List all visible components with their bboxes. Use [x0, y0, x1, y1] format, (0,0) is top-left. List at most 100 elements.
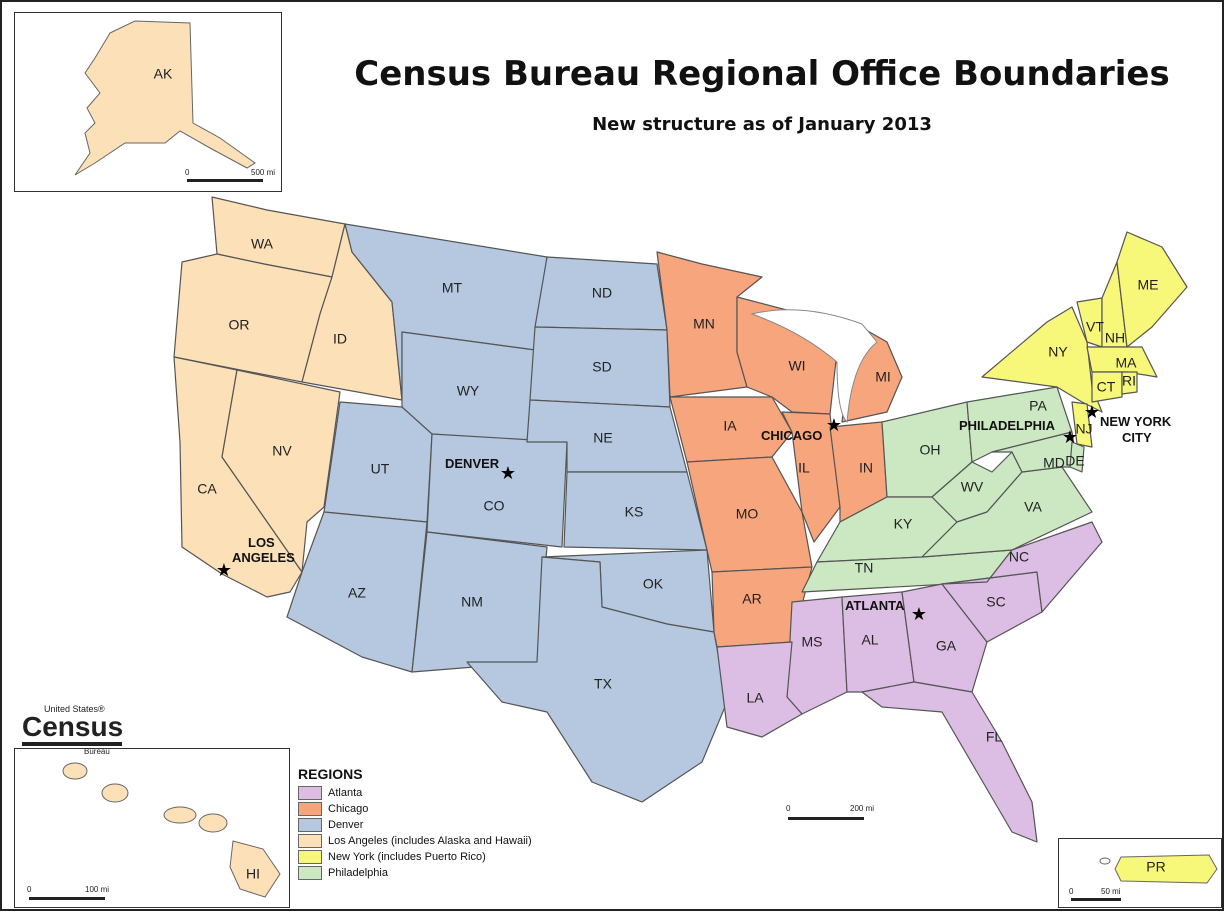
label-vt: VT	[1086, 319, 1104, 335]
state-ms	[786, 596, 848, 715]
state-pr	[1114, 854, 1218, 884]
label-nj: NJ	[1075, 421, 1092, 437]
state-nc	[941, 521, 1103, 613]
legend-swatch	[298, 865, 322, 880]
label-ma: MA	[1116, 355, 1138, 371]
legend-swatch	[298, 785, 322, 800]
label-ut: UT	[371, 461, 390, 477]
label-az: AZ	[348, 585, 366, 601]
scale-start-label: 0	[786, 804, 791, 813]
label-or: OR	[229, 317, 250, 333]
label-wa: WA	[251, 236, 274, 252]
hawaii-inset: HI 0 100 mi	[14, 748, 290, 908]
label-ok: OK	[643, 576, 664, 592]
state-va	[921, 466, 1093, 558]
label-me: ME	[1138, 277, 1159, 293]
logo-main-text: Census	[22, 711, 124, 742]
census-logo: United States® Census Bureau	[22, 704, 132, 756]
label-tn: TN	[855, 560, 874, 576]
city-label-atlanta: ATLANTA	[845, 598, 905, 613]
label-ms: MS	[802, 634, 823, 650]
scale-bar	[29, 897, 105, 900]
label-wv: WV	[961, 479, 984, 495]
label-tx: TX	[594, 676, 613, 692]
legend: REGIONS Atlanta Chicago Denver Los Angel…	[298, 766, 532, 881]
label-nh: NH	[1105, 330, 1125, 346]
star-icon: ★	[1084, 402, 1100, 423]
label-ri: RI	[1122, 373, 1136, 389]
state-co	[426, 433, 568, 548]
great-lakes	[750, 309, 878, 424]
label-nd: ND	[592, 285, 612, 301]
legend-label: Chicago	[328, 802, 369, 815]
scale-end-label: 100 mi	[85, 885, 110, 894]
scale-end-label: 50 mi	[1101, 887, 1121, 896]
scale-bar	[1071, 898, 1121, 901]
map-subtitle: New structure as of January 2013	[592, 114, 932, 135]
scale-start-label: 0	[1069, 887, 1074, 896]
scale-end-label: 500 mi	[251, 168, 276, 177]
state-fl	[861, 681, 1038, 843]
label-mn: MN	[693, 316, 715, 332]
map-title: Census Bureau Regional Office Boundaries	[354, 54, 1170, 94]
label-ks: KS	[625, 504, 644, 520]
star-icon: ★	[826, 415, 842, 436]
label-al: AL	[861, 632, 878, 648]
label-ct: CT	[1097, 379, 1116, 395]
legend-title: REGIONS	[298, 766, 363, 782]
label-il: IL	[798, 460, 810, 476]
legend-swatch	[298, 849, 322, 864]
scale-start-label: 0	[27, 885, 32, 894]
label-la: LA	[746, 690, 764, 706]
label-oh: OH	[920, 442, 941, 458]
label-va: VA	[1024, 499, 1042, 515]
label-in: IN	[859, 460, 873, 476]
label-ia: IA	[723, 418, 737, 434]
puerto-rico-inset: PR 0 50 mi	[1058, 838, 1222, 908]
legend-label: New York (includes Puerto Rico)	[328, 850, 486, 863]
label-ky: KY	[894, 516, 913, 532]
label-sc: SC	[986, 594, 1005, 610]
star-icon: ★	[500, 463, 516, 484]
state-il	[781, 411, 841, 543]
legend-swatch	[298, 817, 322, 832]
label-ar: AR	[742, 591, 761, 607]
legend-label: Philadelphia	[328, 866, 388, 879]
legend-item: Chicago	[298, 801, 532, 816]
legend-item: Los Angeles (includes Alaska and Hawaii)	[298, 833, 532, 848]
label-pr: PR	[1146, 859, 1165, 875]
label-wy: WY	[457, 383, 480, 399]
logo-top-text: United States®	[44, 704, 105, 714]
label-sd: SD	[592, 359, 611, 375]
star-icon: ★	[216, 560, 232, 581]
label-ny: NY	[1048, 344, 1068, 360]
state-nv	[221, 369, 341, 573]
logo-sub-text: Bureau	[84, 747, 110, 756]
city-label-denver: DENVER	[445, 456, 500, 471]
state-ma	[1086, 346, 1158, 378]
label-co: CO	[484, 498, 505, 514]
legend-swatch	[298, 801, 322, 816]
state-ga	[901, 583, 988, 693]
star-icon: ★	[1062, 427, 1078, 448]
label-hi: HI	[246, 866, 260, 882]
legend-item: Philadelphia	[298, 865, 532, 880]
label-mi: MI	[875, 369, 891, 385]
label-pa: PA	[1029, 398, 1047, 414]
legend-item: New York (includes Puerto Rico)	[298, 849, 532, 864]
state-ri	[1121, 371, 1138, 395]
label-nc: NC	[1009, 549, 1029, 565]
label-wi: WI	[788, 358, 805, 374]
label-fl: FL	[986, 729, 1003, 745]
state-ia	[669, 396, 793, 463]
state-de	[1069, 441, 1085, 473]
label-de: DE	[1065, 453, 1084, 469]
scale-start-label: 0	[185, 168, 190, 177]
legend-item: Atlanta	[298, 785, 532, 800]
legend-label: Los Angeles (includes Alaska and Hawaii)	[328, 834, 532, 847]
state-hi	[229, 840, 281, 898]
label-mo: MO	[736, 506, 759, 522]
